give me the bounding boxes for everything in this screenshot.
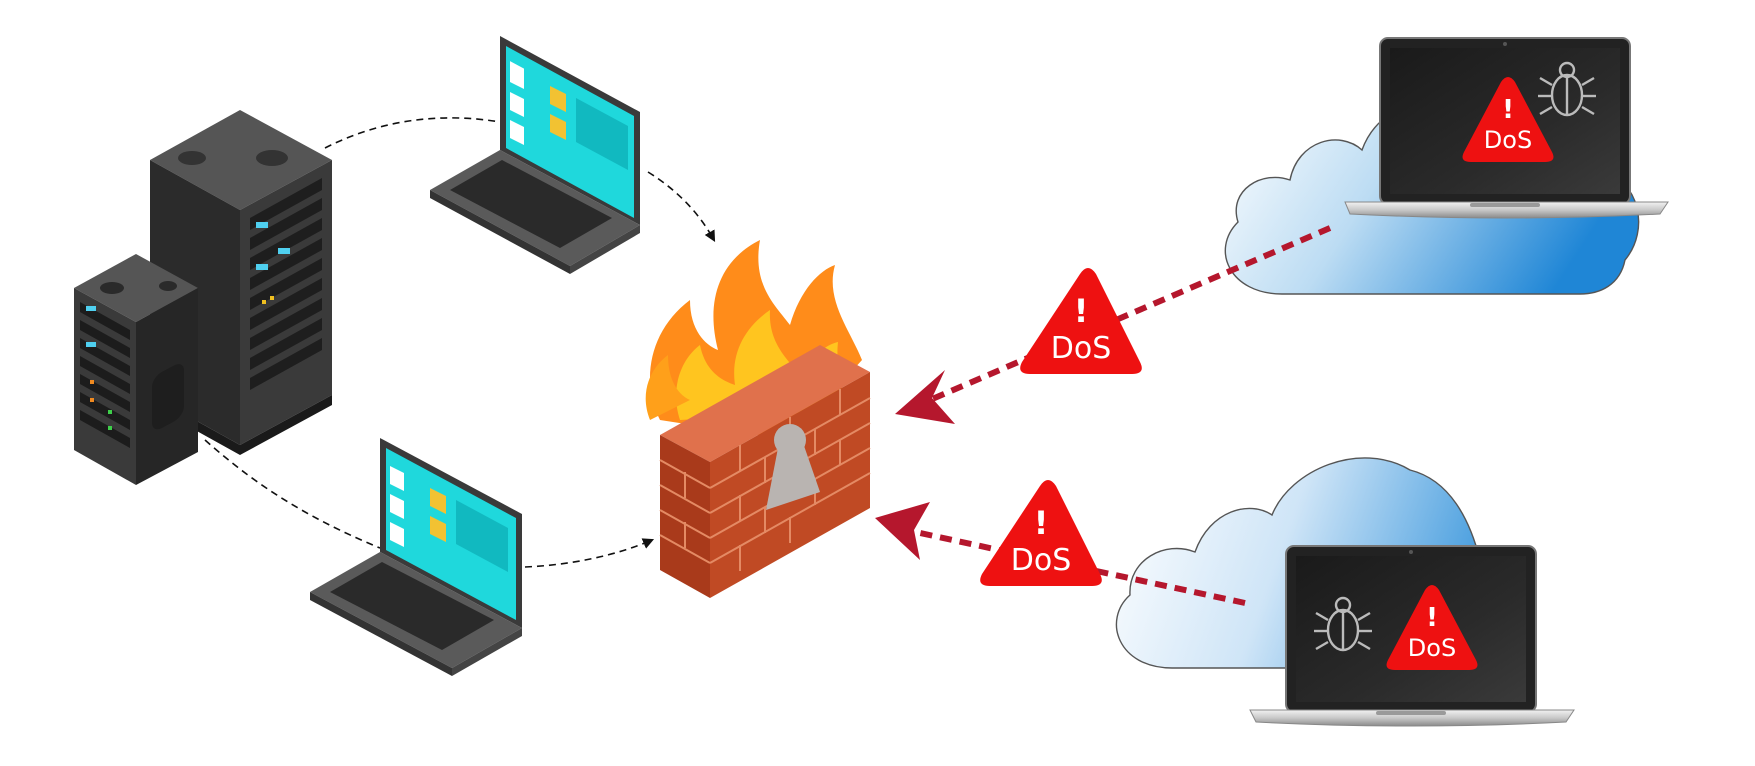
dos-warning-badge-lower: ! DoS <box>980 480 1102 586</box>
internal-connections <box>204 117 716 568</box>
warning-exclamation-icon: ! <box>1426 603 1438 633</box>
attacker-laptop-lower <box>1249 545 1575 727</box>
edge-laptop-bottom-to-firewall <box>524 538 655 568</box>
arrowhead-lower <box>875 502 930 560</box>
edge-cloud-upper-to-firewall <box>928 225 1332 403</box>
bug-icon <box>1314 596 1372 652</box>
laptop-bottom <box>310 438 522 676</box>
warning-exclamation-icon: ! <box>1034 504 1049 542</box>
server-short-rack-units <box>80 302 130 448</box>
arrowhead-upper <box>895 370 955 424</box>
edge-laptop-top-to-firewall <box>647 171 716 242</box>
dos-label: DoS <box>1051 331 1112 366</box>
bug-icon <box>1538 61 1596 117</box>
firewall <box>645 240 871 598</box>
warning-exclamation-icon: ! <box>1074 292 1089 330</box>
warning-exclamation-icon: ! <box>1502 95 1514 125</box>
dos-screen-badge-lower: ! DoS <box>1386 585 1478 670</box>
edge-server-to-laptop-bottom <box>204 439 381 549</box>
server-short <box>74 254 198 485</box>
dos-screen-badge-upper: ! DoS <box>1462 77 1554 162</box>
laptop-top <box>430 36 640 274</box>
dos-warning-badge-upper: ! DoS <box>1020 268 1142 374</box>
server-tall-rack-units <box>250 178 322 390</box>
dos-label: DoS <box>1484 126 1532 154</box>
dos-label: DoS <box>1011 543 1072 578</box>
keyhole-icon <box>766 424 820 510</box>
edge-server-to-laptop-top <box>324 117 501 149</box>
dos-label: DoS <box>1408 634 1456 662</box>
